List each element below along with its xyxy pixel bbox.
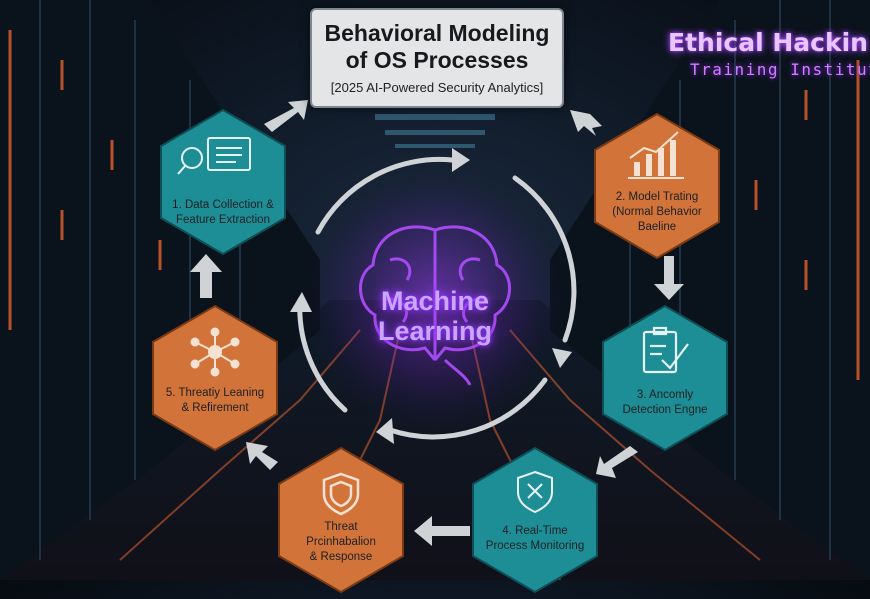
center-label: Machine Learning (340, 286, 530, 346)
growth-chart-icon (628, 131, 684, 179)
clipboard-check-icon (642, 326, 689, 374)
hexagon-shape (594, 112, 720, 260)
step-threat-hexagon: Threat Prcinhabalion & Response (276, 446, 406, 594)
title-line1: Behavioral Modeling (324, 20, 550, 46)
step-4-line2: Process Monitoring (485, 540, 585, 552)
magnifier-document-icon (177, 137, 251, 175)
step-3-hexagon: 3. Ancomly Detection Engne (600, 304, 730, 452)
flow-arrows (190, 100, 684, 546)
hexagon-shape (472, 446, 598, 594)
step-threat-line2: Prcinhabalion (306, 536, 376, 548)
step-4-line1: 4. Real-Time (502, 525, 568, 537)
shield-x-icon (517, 470, 553, 514)
network-nodes-icon (190, 327, 240, 377)
step-2-line3: Baeline (637, 221, 677, 233)
shield-icon (322, 472, 360, 516)
step-2-hexagon: 2. Model Trating (Normal Behavior Baelin… (592, 112, 722, 260)
arrow-step2-to-step3 (654, 256, 684, 300)
step-5-hexagon: 5. Threatiy Leaning & Refirement (150, 304, 280, 452)
step-3-line2: Detection Engne (622, 404, 708, 416)
brand-tagline: Training Institut (690, 60, 870, 79)
brand-logo: Ethical Hackin Training Institut (660, 28, 870, 84)
arrow-title-to-step2 (570, 110, 602, 136)
step-5-line2: & Refirement (181, 402, 249, 414)
step-threat-line3: & Response (309, 551, 373, 563)
step-threat-line1: Threat (324, 521, 358, 533)
arrow-step1-to-title (264, 100, 308, 132)
hexagon-shape (602, 304, 728, 452)
arrow-step4-to-threat (414, 516, 470, 546)
brain-icon (359, 225, 511, 386)
title-box: Behavioral Modeling of OS Processes [202… (310, 8, 564, 108)
arrow-threat-to-step5 (246, 442, 278, 470)
arrow-step5-to-step1 (190, 254, 222, 298)
step-3-line1: 3. Ancomly (636, 389, 694, 401)
brand-name: Ethical Hackin (668, 28, 868, 57)
step-1-line2: Feature Extraction (176, 214, 270, 226)
arrow-step3-to-step4 (596, 446, 638, 478)
step-4-hexagon: 4. Real-Time Process Monitoring (470, 446, 600, 594)
center-line2: Learning (377, 316, 492, 346)
title-line2: of OS Processes (345, 47, 529, 73)
subtitle: [2025 AI-Powered Security Analytics] (330, 80, 544, 95)
center-line1: Machine (380, 286, 490, 316)
step-1-hexagon: 1. Data Collection & Feature Extraction (158, 108, 288, 256)
cycle-ring (290, 148, 577, 444)
step-2-line2: (Normal Behavior (612, 206, 702, 218)
hexagon-shape (152, 304, 278, 452)
step-5-line1: 5. Threatiy Leaning (165, 387, 265, 399)
step-1-line1: 1. Data Collection & (172, 199, 274, 211)
hexagon-shape (160, 108, 286, 256)
step-2-line1: 2. Model Trating (615, 191, 699, 203)
